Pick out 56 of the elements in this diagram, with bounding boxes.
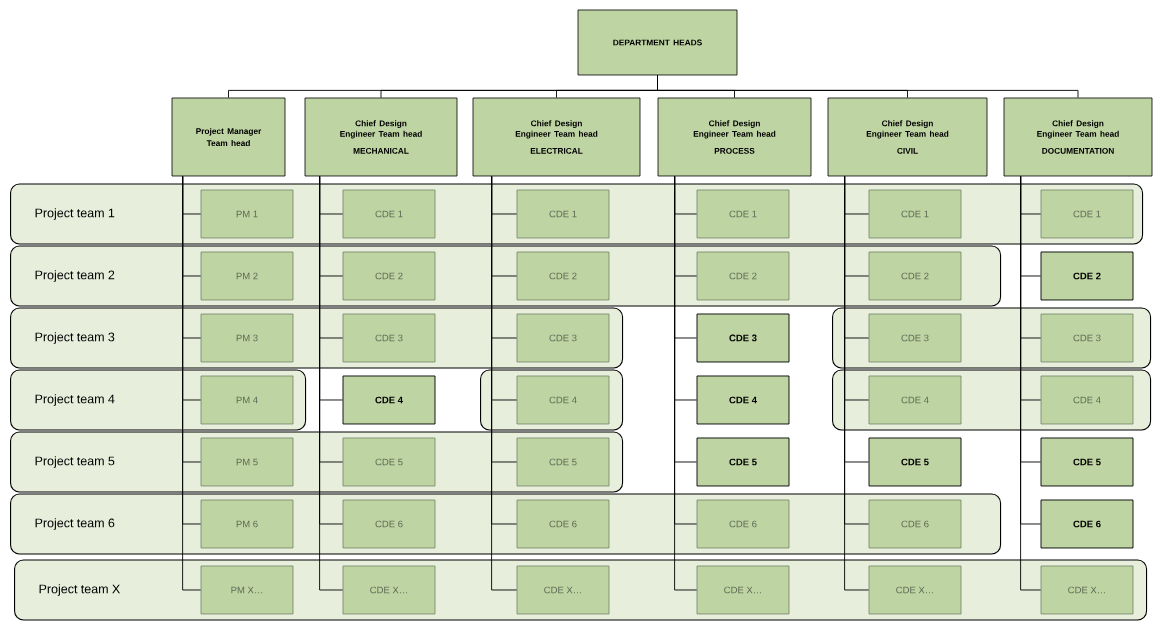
connector-line: [844, 175, 870, 591]
member-box: CDE 5: [1040, 437, 1134, 487]
member-box: CDE 4: [696, 375, 790, 425]
member-box: CDE 3: [342, 313, 436, 363]
member-box: CDE 1: [342, 189, 436, 239]
member-box: CDE 3: [516, 313, 610, 363]
member-box: CDE 5: [342, 437, 436, 487]
member-box: CDE 2: [696, 251, 790, 301]
member-box: CDE 2: [342, 251, 436, 301]
member-box: PM 6: [200, 499, 294, 549]
head-box: Project Manager Team head: [171, 97, 286, 177]
member-box: CDE 2: [1040, 251, 1134, 301]
member-box: CDE 1: [1040, 189, 1134, 239]
member-box: CDE X…: [516, 565, 610, 615]
member-box: PM 3: [200, 313, 294, 363]
member-box: CDE 3: [868, 313, 962, 363]
connector-line: [674, 175, 698, 591]
head-box: Chief Design Engineer Team head DOCUMENTATION: [1003, 97, 1153, 177]
member-box: CDE 4: [516, 375, 610, 425]
member-box: CDE 5: [516, 437, 610, 487]
connector-line: [657, 74, 1079, 99]
member-box: CDE 6: [516, 499, 610, 549]
member-box: CDE X…: [868, 565, 962, 615]
member-box: CDE 4: [1040, 375, 1134, 425]
connector-line: [491, 175, 518, 591]
member-box: CDE 2: [516, 251, 610, 301]
member-box: PM 2: [200, 251, 294, 301]
connector-line: [182, 175, 202, 591]
connector-line: [1020, 175, 1042, 591]
head-box: Chief Design Engineer Team head PROCESS: [657, 97, 812, 177]
member-box: CDE 6: [696, 499, 790, 549]
member-box: CDE 1: [696, 189, 790, 239]
member-box: PM 4: [200, 375, 294, 425]
member-box: PM 5: [200, 437, 294, 487]
member-box: CDE 5: [696, 437, 790, 487]
member-box: CDE 5: [868, 437, 962, 487]
head-box: DEPARTMENT HEADS: [577, 9, 738, 76]
member-box: PM 1: [200, 189, 294, 239]
member-box: CDE 1: [516, 189, 610, 239]
member-box: CDE 6: [868, 499, 962, 549]
member-box: CDE X…: [342, 565, 436, 615]
member-box: CDE 4: [342, 375, 436, 425]
member-box: CDE 3: [696, 313, 790, 363]
connector-line: [319, 175, 344, 591]
member-box: CDE X…: [1040, 565, 1134, 615]
head-box: Chief Design Engineer Team head CIVIL: [827, 97, 988, 177]
member-box: CDE 1: [868, 189, 962, 239]
member-box: CDE 2: [868, 251, 962, 301]
member-box: PM X…: [200, 565, 294, 615]
head-box: Chief Design Engineer Team head ELECTRICAL: [472, 97, 641, 177]
head-box: Chief Design Engineer Team head MECHANICAL: [304, 97, 458, 177]
member-box: CDE X…: [696, 565, 790, 615]
member-box: CDE 4: [868, 375, 962, 425]
member-box: CDE 6: [1040, 499, 1134, 549]
member-box: CDE 3: [1040, 313, 1134, 363]
member-box: CDE 6: [342, 499, 436, 549]
